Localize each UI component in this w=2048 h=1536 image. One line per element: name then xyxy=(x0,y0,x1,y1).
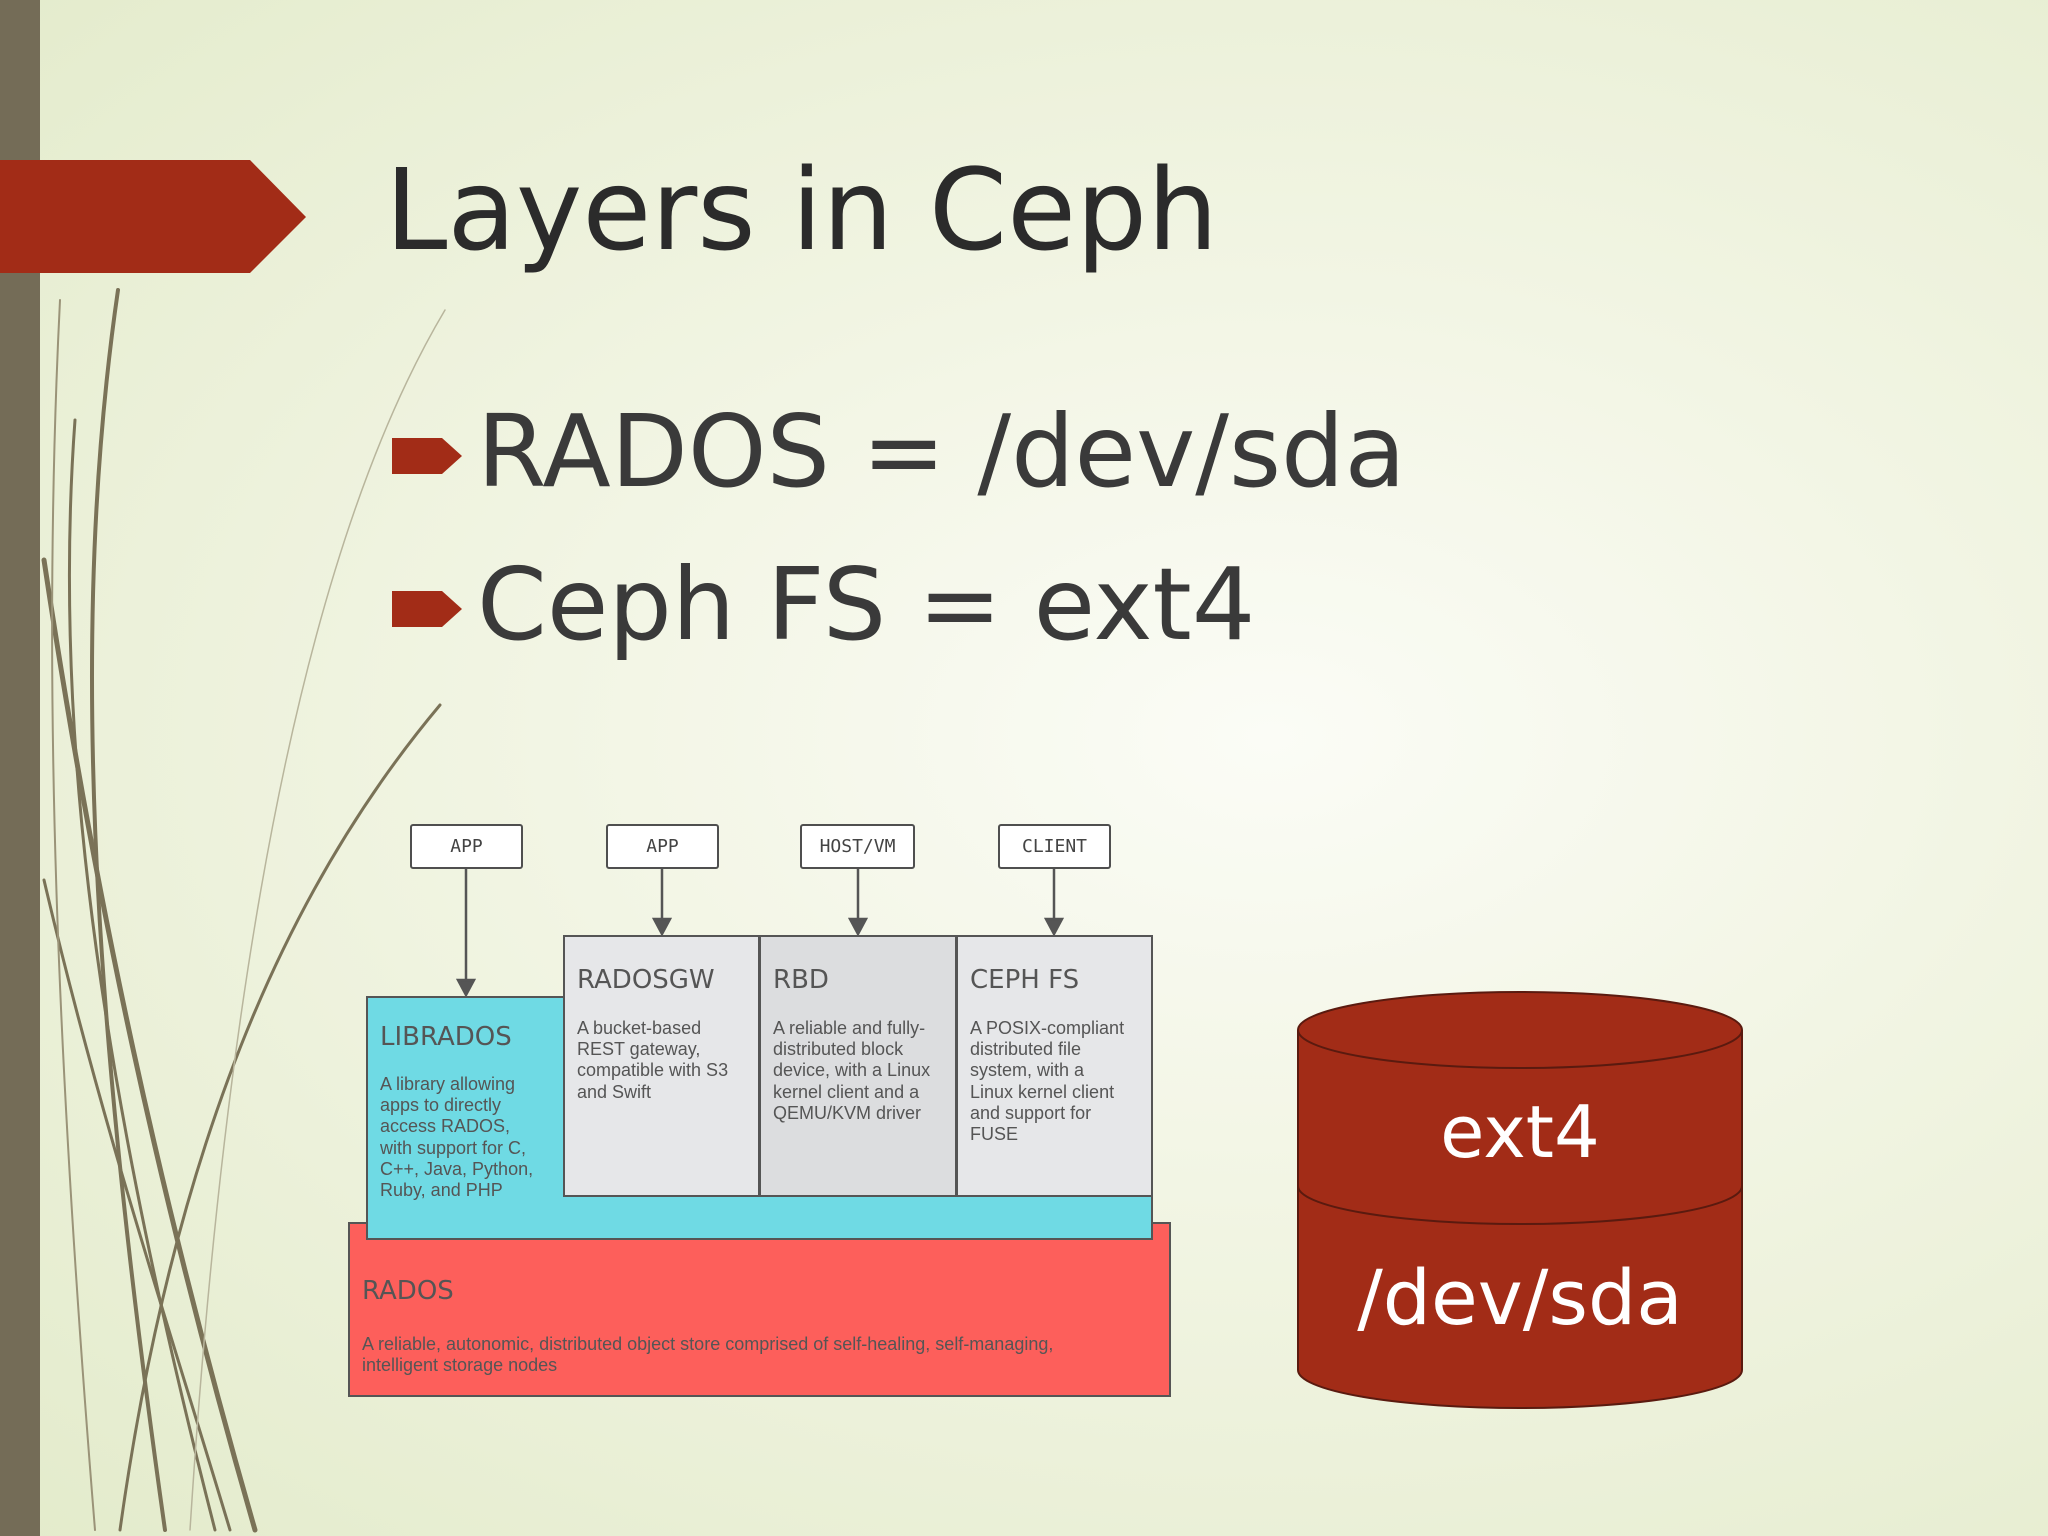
librados-layer-desc: A library allowing apps to directly acce… xyxy=(380,1074,534,1201)
client-box-host-vm: HOST/VM xyxy=(800,824,915,869)
title-arrow-banner xyxy=(0,160,306,273)
bullet-text: Ceph FS = ext4 xyxy=(477,546,1256,663)
rbd-layer-desc: A reliable and fully- distributed block … xyxy=(773,1018,931,1123)
client-box-app: APP xyxy=(410,824,523,869)
rados-layer: RADOS A reliable, autonomic, distributed… xyxy=(348,1222,1171,1397)
rbd-layer-title: RBD xyxy=(773,965,829,995)
rados-layer-desc: A reliable, autonomic, distributed objec… xyxy=(362,1334,1054,1376)
decorative-grass-strokes xyxy=(41,288,446,1533)
cylinder-bottom-label: /dev/sda xyxy=(1357,1253,1683,1342)
radosgw-layer: RADOSGW A bucket-based REST gateway, com… xyxy=(563,935,760,1197)
radosgw-layer-title: RADOSGW xyxy=(577,965,715,995)
cephfs-layer-title: CEPH FS xyxy=(970,965,1080,995)
client-box-app: APP xyxy=(606,824,719,869)
cephfs-layer-desc: A POSIX-compliant distributed file syste… xyxy=(970,1018,1125,1145)
cephfs-layer: CEPH FS A POSIX-compliant distributed fi… xyxy=(956,935,1153,1197)
radosgw-layer-desc: A bucket-based REST gateway, compatible … xyxy=(577,1018,729,1102)
librados-layer-title: LIBRADOS xyxy=(380,1022,512,1052)
cylinder-top-label: ext4 xyxy=(1440,1090,1600,1174)
bullet-arrow-icon xyxy=(392,438,462,474)
rbd-layer: RBD A reliable and fully- distributed bl… xyxy=(759,935,957,1197)
bullet-text: RADOS = /dev/sda xyxy=(477,393,1406,510)
rados-layer-title: RADOS xyxy=(362,1276,454,1306)
client-box-client: CLIENT xyxy=(998,824,1111,869)
bullet-arrow-icon xyxy=(392,591,462,627)
slide-title: Layers in Ceph xyxy=(385,146,1219,276)
